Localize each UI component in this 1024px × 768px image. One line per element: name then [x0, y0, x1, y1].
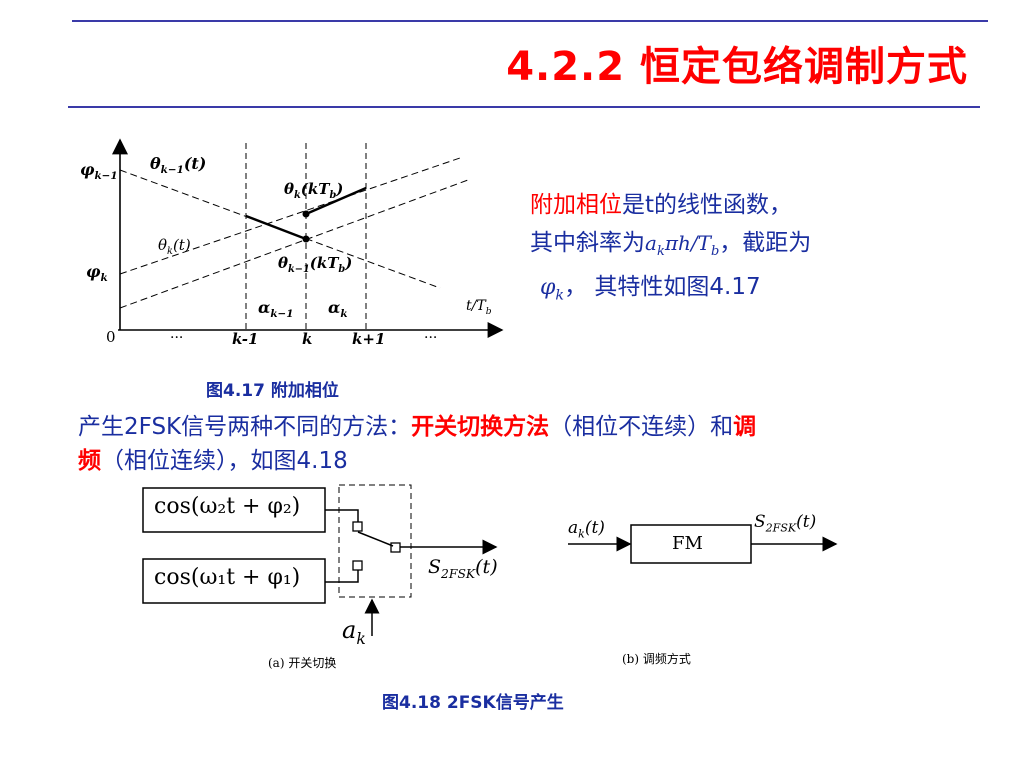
page-title: 4.2.2 恒定包络调制方式 — [506, 44, 968, 90]
input-label-b: ak(t) — [568, 518, 605, 541]
contact-lower — [352, 560, 363, 571]
theta-k-line-upper — [119, 157, 461, 275]
theta-k-line-lower — [119, 179, 469, 309]
description-line-1: 附加相位是t的线性函数， — [530, 192, 793, 218]
label-theta-k-minus-1-t: θk−1(t) — [150, 154, 207, 177]
top-rule — [72, 20, 988, 22]
oscillator-2-label: cos(ω₂t + φ₂) — [154, 494, 301, 519]
output-label-a: S2FSK(t) — [428, 556, 498, 581]
wire-osc2 — [325, 509, 359, 522]
label-alpha-k-minus-1: αk−1 — [258, 298, 294, 321]
methods-line-2: 频（相位连续），如图4.18 — [78, 448, 348, 474]
sublabel-a: (a) 开关切换 — [268, 656, 337, 670]
fm-block — [630, 524, 752, 564]
figure-4-18-caption: 图4.18 2FSK信号产生 — [382, 693, 564, 713]
oscillator-1-label: cos(ω₁t + φ₁) — [154, 565, 301, 590]
highlight-switching-method: 开关切换方法 — [411, 414, 550, 440]
label-phi-k-minus-1: φk−1 — [80, 160, 118, 183]
segment-alpha-k — [305, 186, 367, 216]
oscillator-2-box — [142, 487, 326, 533]
label-axis-x: t/Tb — [466, 298, 492, 317]
description-line-2: 其中斜率为akπh/Tb，截距为 — [530, 230, 812, 259]
tick-k-minus-1: k-1 — [232, 330, 259, 348]
highlight-additional-phase: 附加相位 — [530, 192, 622, 218]
title-underline — [68, 106, 980, 108]
label-alpha-k: αk — [328, 298, 348, 321]
tick-dots-left: ··· — [170, 330, 184, 346]
switch-arm — [357, 531, 394, 547]
description-line-3: φk， 其特性如图4.17 — [540, 274, 761, 304]
tick-dots-right: ··· — [424, 330, 438, 346]
label-theta-k-kTb: θk(kTb) — [284, 180, 344, 201]
label-phi-k: φk — [86, 262, 108, 285]
oscillator-1-box — [142, 558, 326, 604]
methods-line-1: 产生2FSK信号两种不同的方法：开关切换方法（相位不连续）和调 — [78, 414, 757, 440]
output-label-b: S2FSK(t) — [754, 512, 817, 535]
label-theta-k-minus-1-kTb: θk−1(kTb) — [278, 254, 353, 275]
wire-osc1 — [325, 570, 359, 583]
figure-4-17-caption: 图4.17 附加相位 — [206, 381, 339, 401]
segment-alpha-k-minus-1 — [245, 214, 307, 241]
switch-frame — [338, 484, 412, 598]
label-theta-k-t: θk(t) — [158, 236, 191, 257]
point-theta-k-kTb — [302, 210, 310, 218]
contact-upper — [352, 521, 363, 532]
label-origin: 0 — [106, 328, 116, 346]
control-label: ak — [342, 616, 366, 648]
point-theta-k-minus-1-kTb — [302, 235, 310, 243]
tick-k-plus-1: k+1 — [352, 330, 386, 348]
contact-common — [390, 542, 401, 553]
tick-k: k — [302, 330, 313, 348]
sublabel-b: (b) 调频方式 — [622, 652, 691, 666]
fm-block-label: FM — [672, 533, 703, 554]
highlight-fm-method: 频 — [78, 448, 101, 474]
